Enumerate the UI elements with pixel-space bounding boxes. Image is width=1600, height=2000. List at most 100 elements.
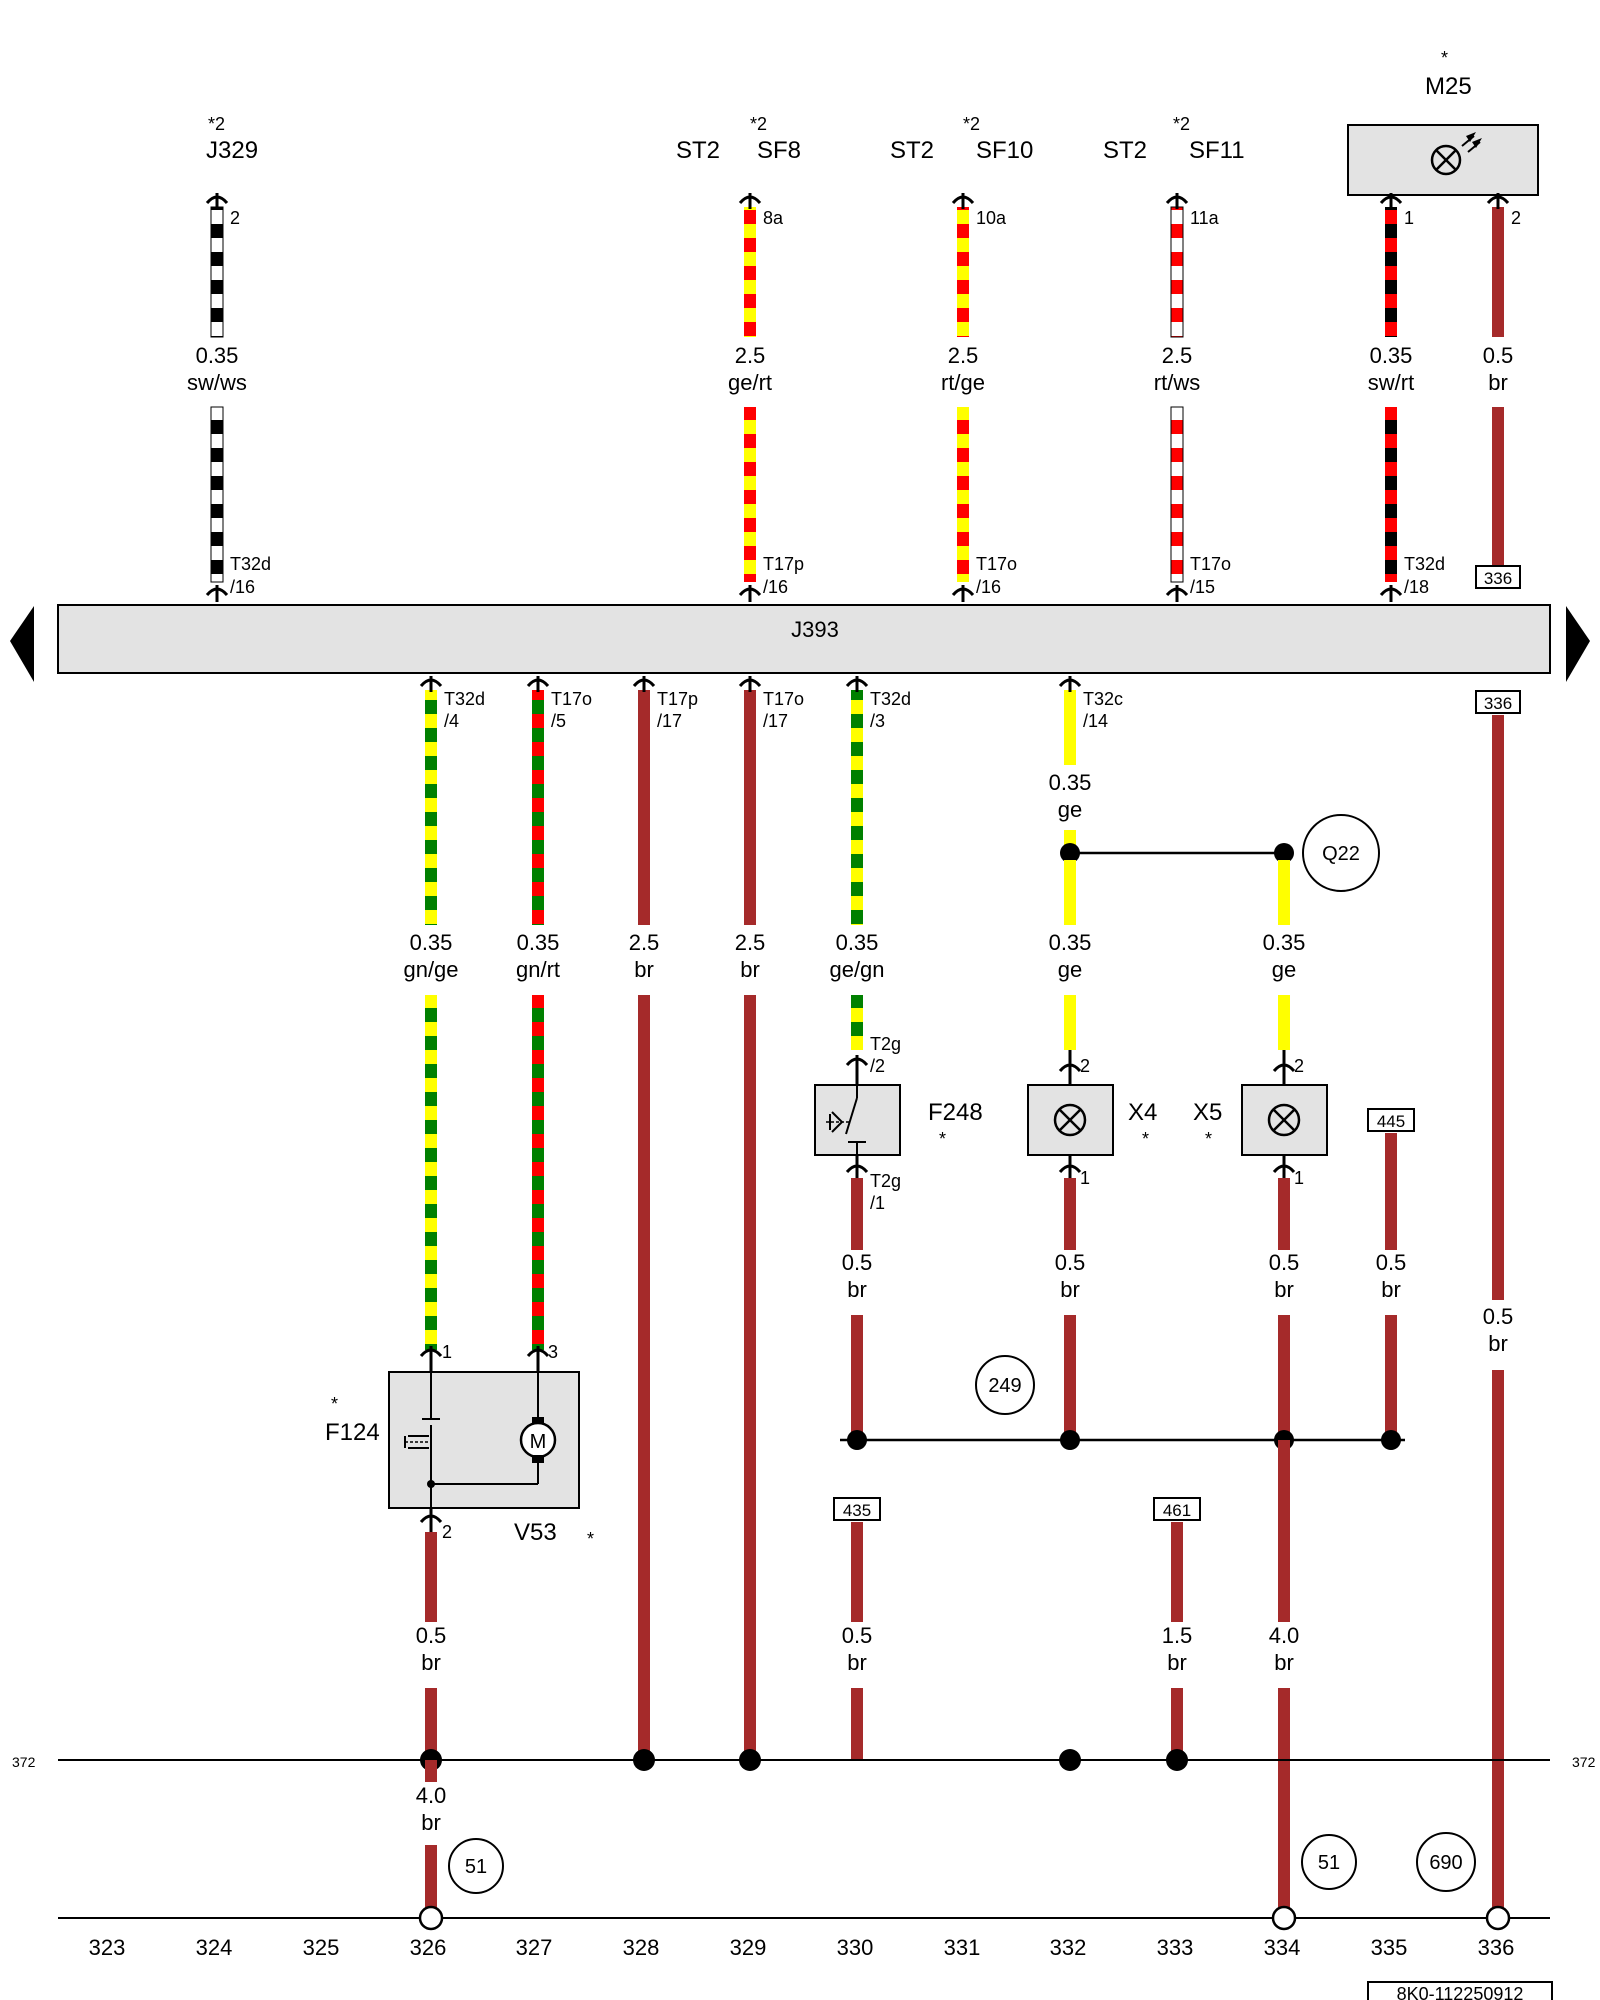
svg-text:/3: /3 xyxy=(870,711,885,731)
svg-text:334: 334 xyxy=(1264,1935,1301,1960)
component-x4: 2 1 X4 * xyxy=(1027,1050,1157,1188)
svg-text:ST2: ST2 xyxy=(1103,137,1147,164)
svg-text:0.35: 0.35 xyxy=(517,930,560,955)
svg-text:gn/rt: gn/rt xyxy=(516,957,560,982)
svg-text:T17p: T17p xyxy=(657,689,698,709)
svg-text:0.35: 0.35 xyxy=(1370,343,1413,368)
lamp-icon xyxy=(1053,1103,1087,1137)
svg-text:326: 326 xyxy=(410,1935,447,1960)
svg-text:3: 3 xyxy=(548,1342,558,1362)
svg-text:X4: X4 xyxy=(1128,1099,1157,1126)
svg-text:T2g: T2g xyxy=(870,1034,901,1054)
svg-text:/18: /18 xyxy=(1404,577,1429,597)
svg-text:br: br xyxy=(421,1650,441,1675)
svg-text:T32d: T32d xyxy=(1404,554,1445,574)
svg-text:rt/ws: rt/ws xyxy=(1154,370,1200,395)
svg-text:327: 327 xyxy=(516,1935,553,1960)
top-wire-sf8: 8a 2.5 ge/rt T17p /16 xyxy=(728,193,804,602)
svg-text:*: * xyxy=(1142,1129,1149,1149)
bus-249: 249 xyxy=(840,1355,1405,1450)
svg-text:325: 325 xyxy=(303,1935,340,1960)
svg-text:T17o: T17o xyxy=(763,689,804,709)
svg-text:/5: /5 xyxy=(551,711,566,731)
svg-text:333: 333 xyxy=(1157,1935,1194,1960)
lower-wire-ge-gn: T32d /3 0.35 ge/gn xyxy=(829,676,911,1050)
svg-text:0.35: 0.35 xyxy=(196,343,239,368)
component-sf11-label: ST2 *2 SF11 xyxy=(1103,114,1245,164)
svg-text:0.35: 0.35 xyxy=(1049,770,1092,795)
svg-text:0.5: 0.5 xyxy=(416,1623,447,1648)
svg-text:/4: /4 xyxy=(444,711,459,731)
svg-text:4.0: 4.0 xyxy=(416,1783,447,1808)
svg-text:323: 323 xyxy=(89,1935,126,1960)
lower-wire-br-329: T17o /17 2.5 br xyxy=(735,676,804,1760)
mid-br-wires: 0.5 br 0.5 br 0.5 br 0.5 br xyxy=(842,1178,1407,1440)
lower-wire-br-328: T17p /17 2.5 br xyxy=(629,676,698,1760)
right-arrow-icon xyxy=(1566,606,1590,682)
svg-text:329: 329 xyxy=(730,1935,767,1960)
ground-wire-326: 4.0 br xyxy=(416,1760,447,1918)
q22-branch: Q22 0.35 ge 0.35 ge xyxy=(1049,814,1380,1050)
svg-text:*: * xyxy=(1441,48,1448,68)
node-249-label: 249 xyxy=(988,1375,1021,1397)
svg-text:br: br xyxy=(847,1277,867,1302)
component-m25: * M25 xyxy=(1347,48,1539,196)
svg-text:11a: 11a xyxy=(1190,208,1220,228)
svg-text:SF11: SF11 xyxy=(1189,137,1245,164)
svg-text:2: 2 xyxy=(1511,208,1521,228)
svg-text:4.0: 4.0 xyxy=(1269,1623,1300,1648)
svg-text:V53: V53 xyxy=(514,1519,557,1546)
motor-out-wire: 0.5 br xyxy=(416,1532,447,1760)
svg-text:X5: X5 xyxy=(1193,1099,1222,1126)
svg-text:/14: /14 xyxy=(1083,711,1108,731)
bottom-rail xyxy=(58,1905,1550,1931)
svg-text:0.35: 0.35 xyxy=(836,930,879,955)
svg-text:/1: /1 xyxy=(870,1193,885,1213)
q22-label: Q22 xyxy=(1322,843,1360,865)
svg-text:1: 1 xyxy=(1404,208,1414,228)
svg-text:2: 2 xyxy=(1294,1056,1304,1076)
svg-text:M: M xyxy=(530,1431,547,1453)
svg-text:*2: *2 xyxy=(1173,114,1190,134)
svg-text:ge/rt: ge/rt xyxy=(728,370,772,395)
component-sf10-label: ST2 *2 SF10 xyxy=(890,114,1033,164)
svg-text:T17o: T17o xyxy=(551,689,592,709)
svg-text:2: 2 xyxy=(1080,1056,1090,1076)
svg-text:690: 690 xyxy=(1429,1852,1462,1874)
lamp-icon xyxy=(1430,132,1482,176)
svg-text:ge/gn: ge/gn xyxy=(829,957,884,982)
svg-text:ST2: ST2 xyxy=(890,137,934,164)
svg-text:0.5: 0.5 xyxy=(842,1250,873,1275)
svg-text:F124: F124 xyxy=(325,1419,380,1446)
svg-text:T32d: T32d xyxy=(870,689,911,709)
wire-334-4mm: 4.0 br xyxy=(1269,1440,1300,1918)
svg-text:0.5: 0.5 xyxy=(1483,1304,1514,1329)
ref-435-wire: 435 0.5 br xyxy=(833,1497,881,1760)
svg-text:br: br xyxy=(1167,1650,1187,1675)
svg-text:ST2: ST2 xyxy=(676,137,720,164)
svg-text:2.5: 2.5 xyxy=(1162,343,1193,368)
component-sf8-label: ST2 *2 SF8 xyxy=(676,114,801,164)
switch-icon xyxy=(404,1372,538,1508)
svg-text:sw/ws: sw/ws xyxy=(187,370,247,395)
motor-icon: M xyxy=(519,1372,557,1484)
svg-text:*2: *2 xyxy=(963,114,980,134)
ref-445: 445 xyxy=(1367,1108,1415,1250)
lower-wire-gn-rt: T17o /5 0.35 gn/rt xyxy=(516,676,592,1350)
top-wire-m25-pin1: 1 0.35 sw/rt T32d /18 xyxy=(1368,193,1445,602)
svg-text:335: 335 xyxy=(1371,1935,1408,1960)
component-f248: T2g /2 T2g /1 F248 * xyxy=(814,1034,983,1213)
column-numbers: 323 324 325 326 327 328 329 330 331 332 … xyxy=(89,1935,1515,1960)
svg-text:0.5: 0.5 xyxy=(1376,1250,1407,1275)
svg-text:0.5: 0.5 xyxy=(1269,1250,1300,1275)
top-wire-sf11: 11a 2.5 rt/ws T17o /15 xyxy=(1154,193,1231,602)
svg-text:2: 2 xyxy=(230,208,240,228)
svg-text:2: 2 xyxy=(442,1522,452,1542)
svg-text:F248: F248 xyxy=(928,1099,983,1126)
svg-text:sw/rt: sw/rt xyxy=(1368,370,1414,395)
ground-points: 51 51 690 xyxy=(448,1832,1476,1894)
svg-text:2.5: 2.5 xyxy=(629,930,660,955)
top-wire-j329: 2 0.35 sw/ws T32d /16 xyxy=(187,193,271,602)
svg-text:1: 1 xyxy=(442,1342,452,1362)
component-j329-label: *2 J329 xyxy=(206,114,258,164)
